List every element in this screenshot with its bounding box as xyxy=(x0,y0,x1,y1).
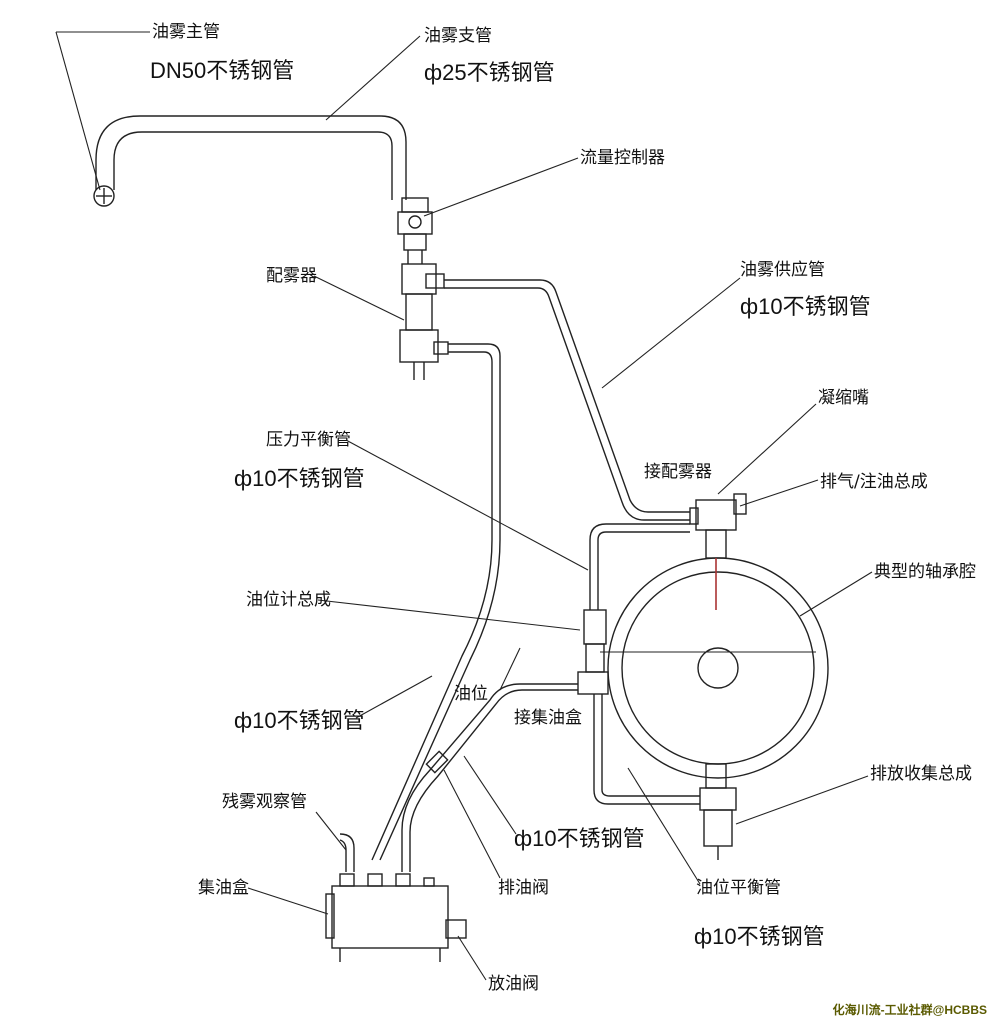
gauge-to-collector-pipe xyxy=(401,683,578,872)
watermark: 化海川流-工业社群@HCBBS xyxy=(832,1003,987,1017)
label-level-balance-spec: ф10不锈钢管 xyxy=(694,924,825,949)
label-condensing-nozzle: 凝缩嘴 xyxy=(818,388,869,408)
bearing-cavity xyxy=(600,557,829,779)
label-supply-pipe-spec: ф10不锈钢管 xyxy=(740,294,871,319)
label-to-distributor: 接配雾器 xyxy=(644,462,712,482)
label-supply-pipe: 油雾供应管 xyxy=(740,260,825,280)
label-bearing-cavity: 典型的轴承腔 xyxy=(874,562,976,582)
label-vent-fill-assembly: 排气/注油总成 xyxy=(820,472,928,492)
residual-mist-tube xyxy=(339,839,347,872)
drain-valve-body xyxy=(425,750,449,774)
supply-pipe xyxy=(444,279,690,513)
condensing-nozzle xyxy=(689,493,747,610)
label-oil-level: 油位 xyxy=(454,684,488,704)
label-branch-pipe: 油雾支管 xyxy=(424,26,492,46)
label-oil-level-gauge: 油位计总成 xyxy=(246,590,331,610)
label-residual-mist-tube: 残雾观察管 xyxy=(222,792,307,812)
label-pipe-spec-left: ф10不锈钢管 xyxy=(234,708,365,733)
label-collector-box: 集油盒 xyxy=(198,878,249,898)
label-branch-pipe-spec: ф25不锈钢管 xyxy=(424,60,555,85)
label-discharge-valve: 放油阀 xyxy=(488,974,539,994)
collector-box xyxy=(325,873,467,962)
label-main-pipe: 油雾主管 xyxy=(152,22,220,42)
leader-lines xyxy=(55,31,873,981)
label-drain-assembly: 排放收集总成 xyxy=(870,764,972,784)
label-pressure-balance-spec: ф10不锈钢管 xyxy=(234,466,365,491)
main-pipe xyxy=(93,115,407,207)
level-balance-pipe xyxy=(593,789,700,805)
label-pipe-spec-middle: ф10不锈钢管 xyxy=(514,826,645,851)
label-drain-valve: 排油阀 xyxy=(498,878,549,898)
mist-distributor xyxy=(399,263,449,380)
drain-assembly xyxy=(699,763,737,860)
oil-level-gauge xyxy=(577,523,690,790)
label-level-balance-pipe: 油位平衡管 xyxy=(696,878,781,898)
label-flow-controller: 流量控制器 xyxy=(580,148,665,168)
flow-controller xyxy=(397,197,433,264)
distributor-to-collector-pipe xyxy=(379,343,501,861)
label-to-collector: 接集油盒 xyxy=(514,708,582,728)
label-distributor: 配雾器 xyxy=(266,266,317,286)
label-pressure-balance-pipe: 压力平衡管 xyxy=(266,430,351,450)
label-main-pipe-spec: DN50不锈钢管 xyxy=(150,58,295,83)
